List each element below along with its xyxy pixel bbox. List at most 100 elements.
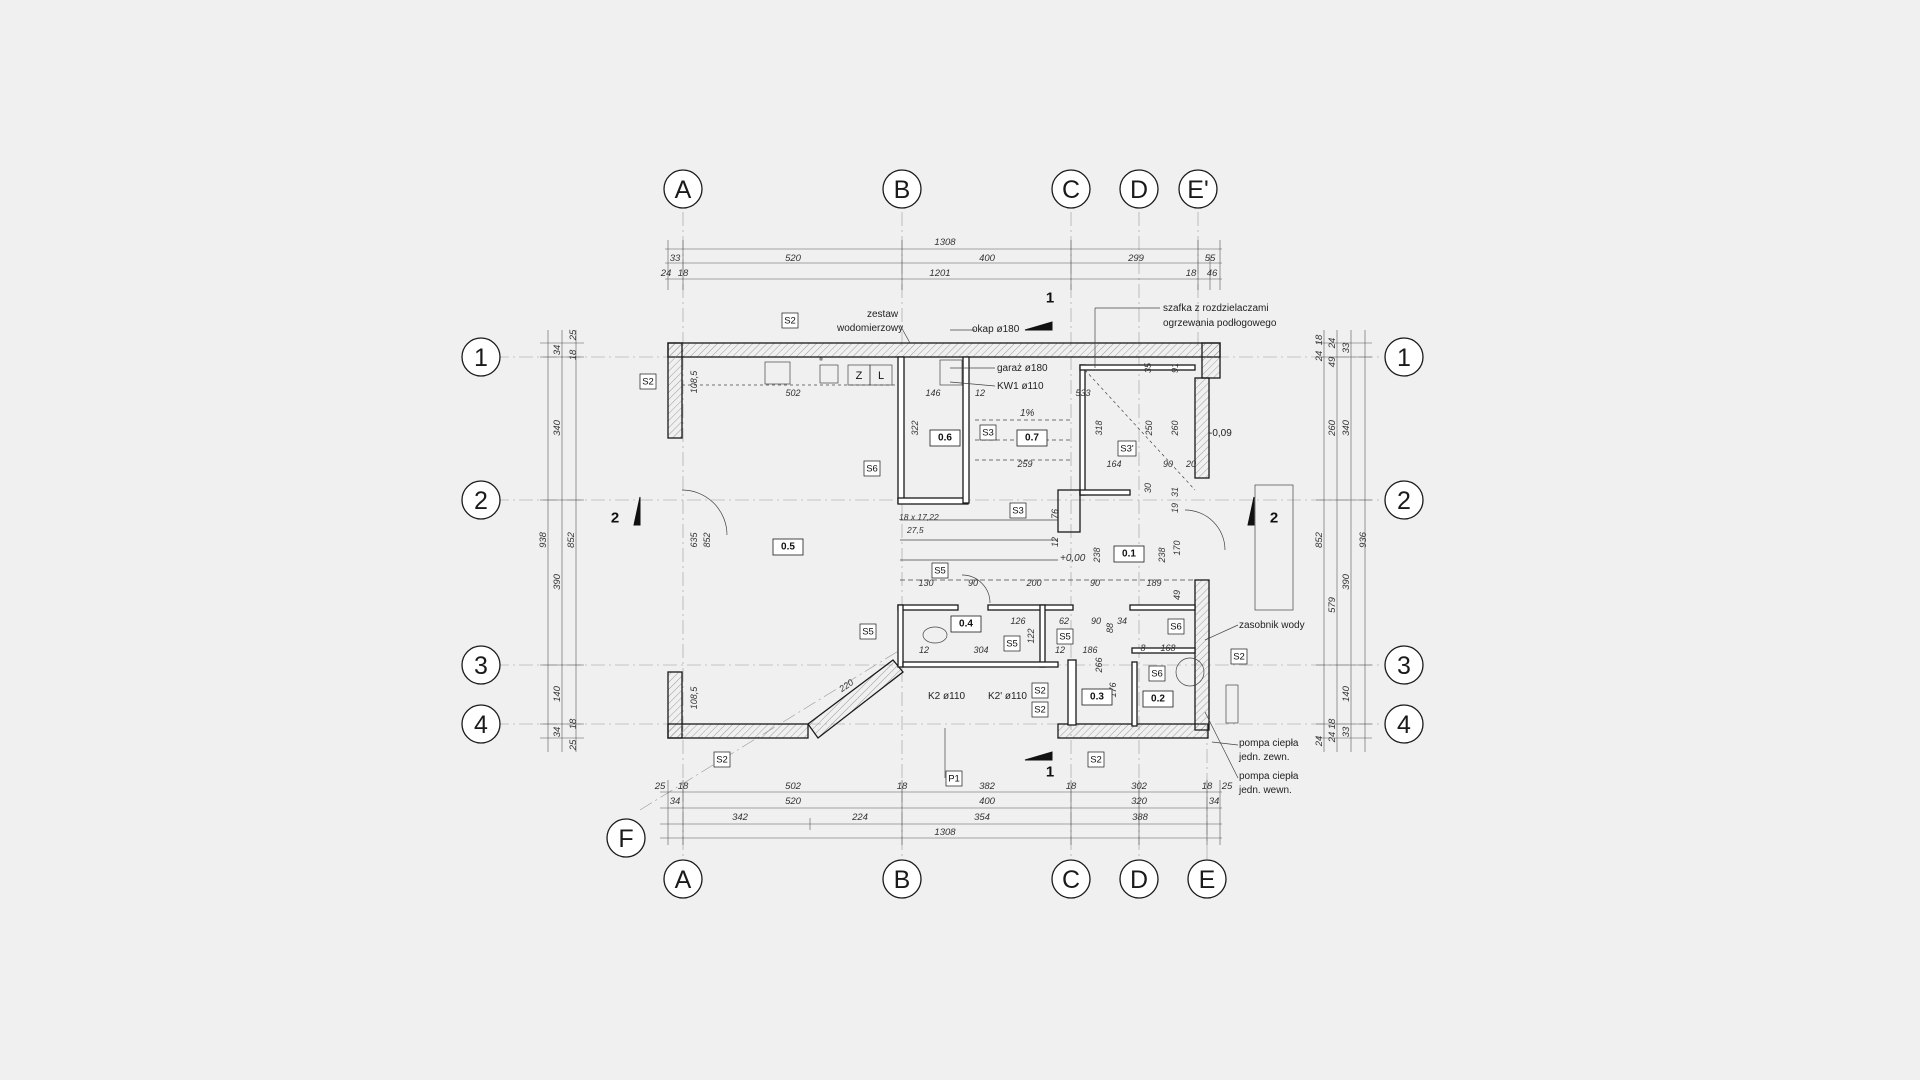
room-number-0-7: 0.7 <box>1025 433 1039 444</box>
axis-label-bottom-c: C <box>1062 866 1080 894</box>
dim-right-24b: 24 <box>1327 338 1338 350</box>
dim-inner-130: 130 <box>918 578 933 588</box>
dim-inner-266: 266 <box>1094 657 1104 673</box>
axis-label-left-1: 1 <box>474 344 488 372</box>
axis-label-bottom-a: A <box>675 866 692 894</box>
axis-bubbles-left <box>461 337 501 744</box>
annotation-zasobnik: zasobnik wody <box>1239 620 1305 631</box>
axis-label-right-4: 4 <box>1397 711 1411 739</box>
dim-inner-318: 318 <box>1094 420 1104 435</box>
dim-top-24: 24 <box>660 268 672 279</box>
section-mark-1-top: 1 <box>1046 290 1054 307</box>
tag-s2-mid-a: S2 <box>1034 686 1046 697</box>
dim-bottom-302: 302 <box>1131 781 1148 792</box>
annotation-kw1: KW1 ø110 <box>997 381 1044 392</box>
axis-label-bottom-d: D <box>1130 866 1148 894</box>
section-mark-2-left: 2 <box>611 510 619 527</box>
dim-inner-88: 88 <box>1105 623 1115 633</box>
dim-top-18a: 18 <box>678 268 689 279</box>
dim-inner-12a: 12 <box>975 388 985 398</box>
dim-bottom-18a: 18 <box>678 781 689 792</box>
dim-left-390: 390 <box>552 573 563 590</box>
dim-right-18b: 18 <box>1327 718 1338 729</box>
dim-inner-8: 8 <box>1140 643 1145 653</box>
axis-bubbles-top <box>663 169 1218 209</box>
dim-left-18a: 18 <box>568 349 579 360</box>
dim-inner-76: 76 <box>1050 509 1060 519</box>
annotation-okap: okap ø180 <box>972 324 1020 335</box>
tag-s5-hall: S5 <box>934 566 946 577</box>
walls-hatched <box>667 342 1221 739</box>
dim-left-938: 938 <box>538 531 549 548</box>
dim-top-55: 55 <box>1205 253 1216 264</box>
annotation-pompa-wewn-1: pompa ciepła <box>1239 771 1299 782</box>
dim-top-299: 299 <box>1127 253 1145 264</box>
dim-top-1201: 1201 <box>929 268 950 279</box>
axis-label-left-2: 2 <box>474 487 488 515</box>
dim-inner-19: 19 <box>1170 503 1180 513</box>
dim-right-24d: 24 <box>1327 732 1338 744</box>
dim-left-34b: 34 <box>552 727 563 738</box>
dim-top-overall: 1308 <box>934 237 956 248</box>
room-number-0-1: 0.1 <box>1122 549 1136 560</box>
dim-bottom-25b: 25 <box>1221 781 1233 792</box>
annotation-wodomierzowy: wodomierzowy <box>836 323 903 334</box>
dim-bottom-18c: 18 <box>1066 781 1077 792</box>
dim-inner-90d: 90 <box>1091 616 1101 626</box>
fixture-l: L <box>878 370 884 382</box>
room-number-0-4: 0.4 <box>959 619 973 630</box>
dim-right-33a: 33 <box>1341 342 1352 353</box>
annotation-szafka-2: ogrzewania podłogowego <box>1163 318 1277 329</box>
dim-bottom-34b: 34 <box>1209 796 1220 807</box>
axis-label-right-3: 3 <box>1397 652 1411 680</box>
room-number-0-3: 0.3 <box>1090 692 1104 703</box>
dim-bottom-400: 400 <box>979 796 996 807</box>
axis-label-left-4: 4 <box>474 711 488 739</box>
axis-label-bottom-e: E <box>1199 866 1216 894</box>
axis-label-top-d: D <box>1130 176 1148 204</box>
dim-right-140: 140 <box>1341 685 1352 702</box>
section-mark-1-bottom: 1 <box>1046 764 1054 781</box>
section-mark-2-right: 2 <box>1270 510 1278 527</box>
dim-inner-108-5b: 108,5 <box>689 686 699 710</box>
dim-left-34a: 34 <box>552 345 563 356</box>
dim-top-520: 520 <box>785 253 802 264</box>
dim-right-24a: 24 <box>1314 351 1325 363</box>
tag-s2-top: S2 <box>784 316 796 327</box>
tag-p1: P1 <box>948 774 960 785</box>
dim-bottom-502: 502 <box>785 781 802 792</box>
dim-right-579: 579 <box>1327 596 1338 613</box>
dim-inner-91: 91 <box>1170 363 1180 373</box>
axis-label-top-c: C <box>1062 176 1080 204</box>
dim-bottom-18b: 18 <box>897 781 908 792</box>
room-number-0-6: 0.6 <box>938 433 952 444</box>
dim-bottom-382: 382 <box>979 781 996 792</box>
annotation-level-in: +0,00 <box>1060 553 1086 564</box>
annotation-slope: 1% <box>1020 408 1035 419</box>
dim-bottom-25a: 25 <box>654 781 666 792</box>
dim-inner-238b: 238 <box>1157 547 1167 563</box>
dim-inner-170: 170 <box>1172 540 1182 555</box>
dim-right-936: 936 <box>1358 531 1369 548</box>
annotation-k2-prime: K2' ø110 <box>988 691 1027 702</box>
dim-inner-189: 189 <box>1146 578 1161 588</box>
dim-inner-20: 20 <box>1185 459 1196 469</box>
dim-inner-108-5a: 108,5 <box>689 370 699 394</box>
dim-right-852: 852 <box>1314 531 1325 548</box>
dim-right-340: 340 <box>1341 419 1352 436</box>
dim-inner-122: 122 <box>1026 628 1036 643</box>
axis-bubbles-right <box>1384 337 1424 744</box>
dim-top-46: 46 <box>1207 268 1218 279</box>
leader-lines <box>899 307 1239 779</box>
dim-inner-164: 164 <box>1106 459 1121 469</box>
dim-bottom-overall: 1308 <box>934 827 956 838</box>
axis-label-right-2: 2 <box>1397 487 1411 515</box>
dim-inner-259: 259 <box>1016 459 1032 469</box>
annotation-stairs-2: 27,5 <box>906 525 924 535</box>
axis-label-top-a: A <box>675 176 692 204</box>
dim-inner-176: 176 <box>1108 682 1118 697</box>
dim-right-260: 260 <box>1327 419 1338 437</box>
dim-inner-852: 852 <box>702 532 712 547</box>
annotation-zestaw: zestaw <box>867 309 899 320</box>
tag-s2-bottom-left: S2 <box>716 755 728 766</box>
